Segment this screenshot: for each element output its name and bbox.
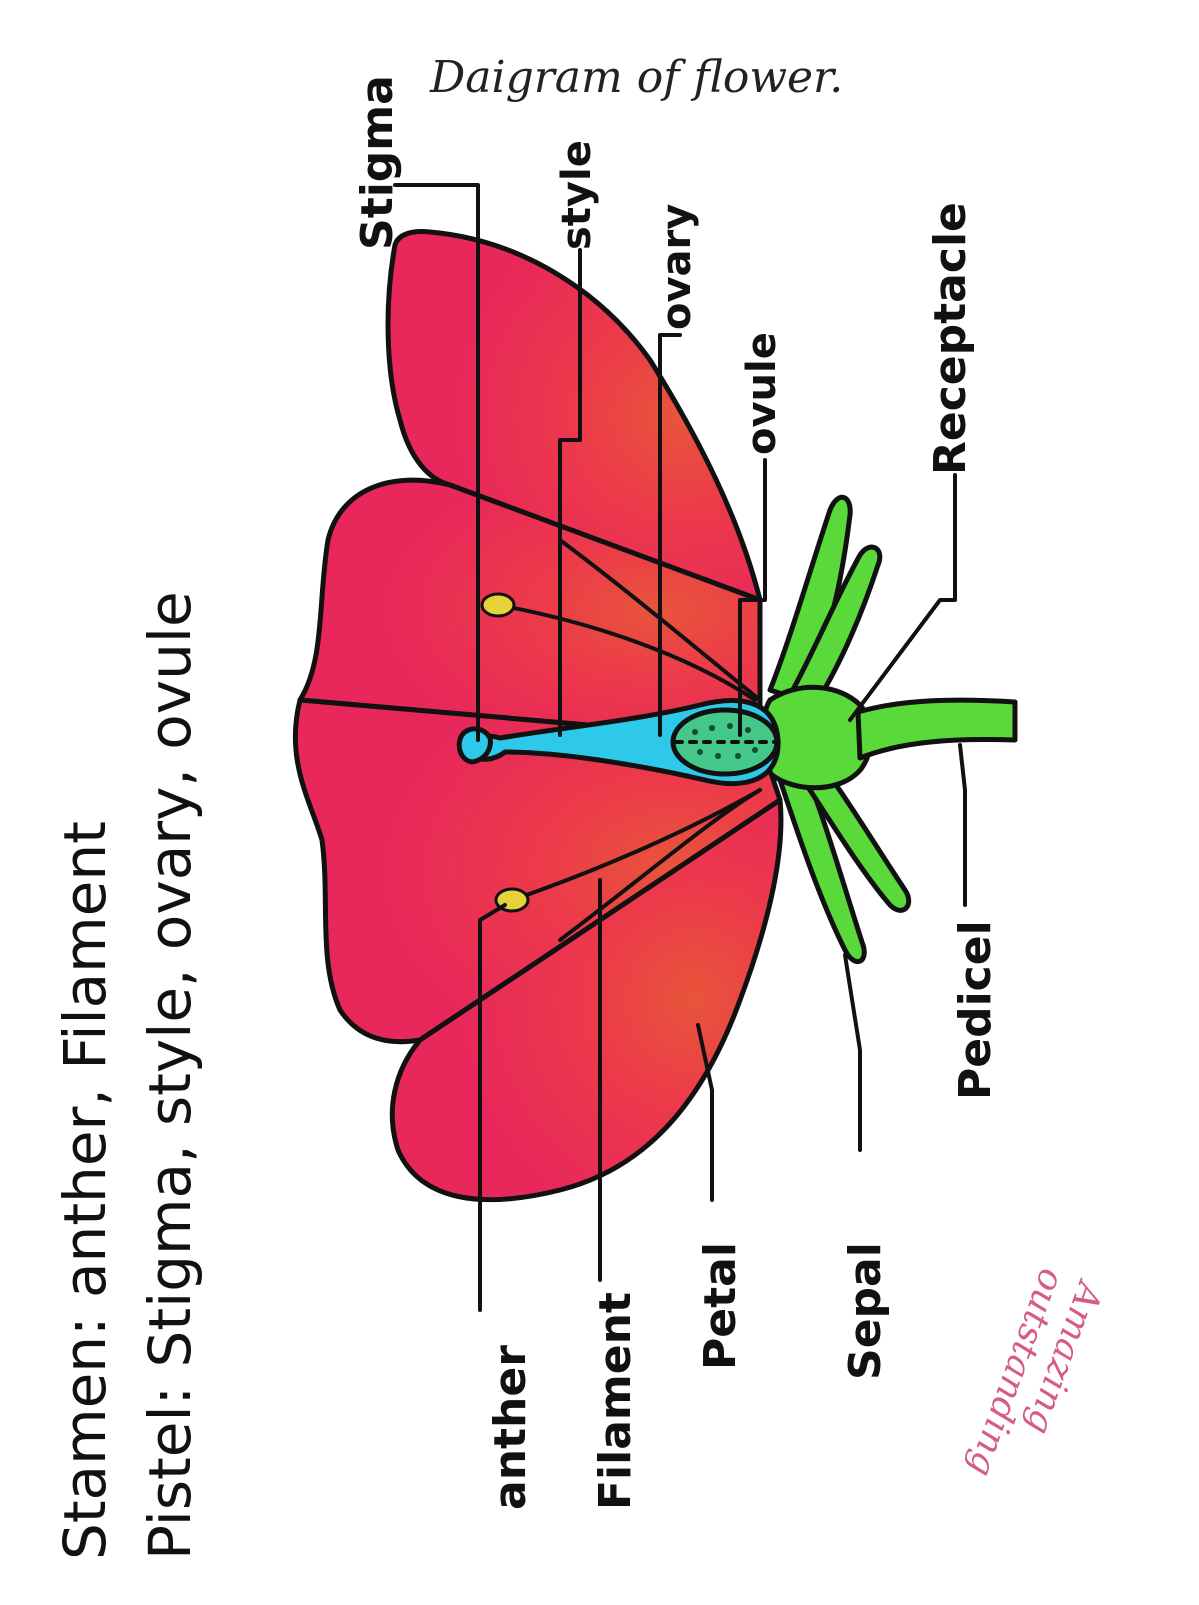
leader-pedicel — [958, 743, 967, 907]
label-receptacle: Receptacle — [925, 202, 976, 475]
label-petal: Petal — [695, 1242, 746, 1370]
filament-extra-2 — [558, 788, 762, 942]
stigma-shape — [456, 726, 493, 765]
label-sepal: Sepal — [840, 1242, 891, 1380]
label-style: style — [554, 140, 600, 250]
leader-petal — [696, 1023, 714, 1202]
legend-pistel: Pistel: Stigma, style, ovary, ovule — [136, 591, 204, 1560]
label-stigma: Stigma — [352, 75, 403, 250]
pedicel-stalk — [855, 697, 1018, 761]
pistil — [456, 698, 781, 787]
leader-ovary — [658, 333, 682, 737]
leader-receptacle — [848, 473, 957, 722]
leader-ovule — [738, 458, 767, 737]
petal-top — [385, 229, 763, 603]
anther-top — [480, 592, 516, 618]
label-ovary: ovary — [654, 204, 700, 330]
sepal-2 — [787, 544, 883, 708]
filament-top — [496, 603, 757, 702]
label-pedicel: Pedicel — [950, 920, 1001, 1100]
leader-sepal — [843, 953, 862, 1152]
ovules — [692, 723, 758, 759]
label-filament: Filament — [590, 1292, 641, 1510]
label-anther: anther — [485, 1345, 536, 1510]
sepal-4 — [797, 762, 912, 913]
sepal-3 — [777, 767, 867, 965]
part-labels: Stigma style ovary ovule Receptacle anth… — [352, 75, 1001, 1510]
legend-stamen: Stamen: anther, Filament — [51, 821, 119, 1560]
diagram-title: Daigram of flower. — [429, 52, 843, 103]
petal-bottom — [389, 797, 784, 1203]
sepals — [760, 495, 1018, 965]
legend: Stamen: anther, Filament Pistel: Stigma,… — [51, 591, 204, 1560]
leader-anther — [478, 903, 507, 1312]
teacher-signature: Amazing outstanding — [959, 1263, 1111, 1482]
label-ovule: ovule — [739, 332, 785, 455]
leader-stigma — [393, 183, 480, 742]
petal-lower — [292, 697, 783, 1045]
leader-style — [558, 248, 582, 737]
leader-lines — [393, 183, 967, 1312]
filament-bottom — [510, 788, 762, 902]
